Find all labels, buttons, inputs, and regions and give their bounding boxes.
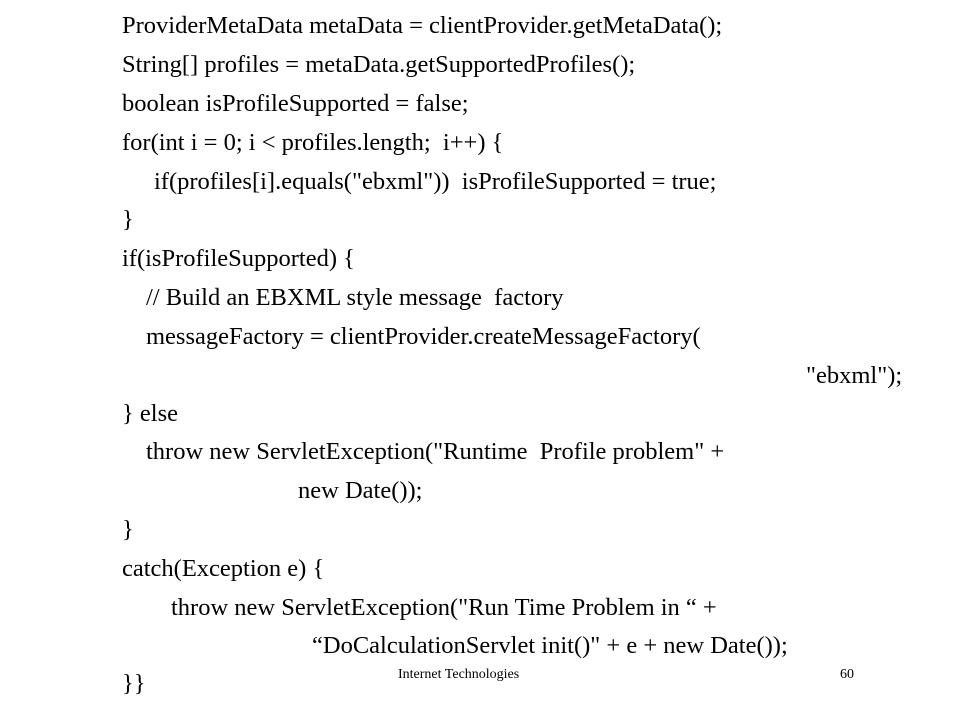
code-line: catch(Exception e) { [122,555,325,582]
code-line: if(isProfileSupported) { [122,245,355,272]
code-line: boolean isProfileSupported = false; [122,90,469,117]
code-line: ProviderMetaData metaData = clientProvid… [122,12,723,39]
code-line: for(int i = 0; i < profiles.length; i++)… [122,129,504,156]
code-line: throw new ServletException("Run Time Pro… [171,594,717,621]
code-line: new Date()); [298,477,423,504]
code-line: messageFactory = clientProvider.createMe… [146,323,701,350]
code-line: } [122,206,134,233]
code-line: throw new ServletException("Runtime Prof… [146,438,725,465]
code-line: “DoCalculationServlet init()" + e + new … [312,632,788,659]
code-line: } [122,516,134,543]
code-line: // Build an EBXML style message factory [146,284,564,311]
code-line: String[] profiles = metaData.getSupporte… [122,51,636,78]
footer-title: Internet Technologies [398,667,520,682]
code-line: }} [122,670,146,697]
code-line: if(profiles[i].equals("ebxml")) isProfil… [154,168,717,195]
code-line: "ebxml"); [806,362,903,389]
page-number: 60 [840,667,854,682]
code-line: } else [122,400,178,427]
